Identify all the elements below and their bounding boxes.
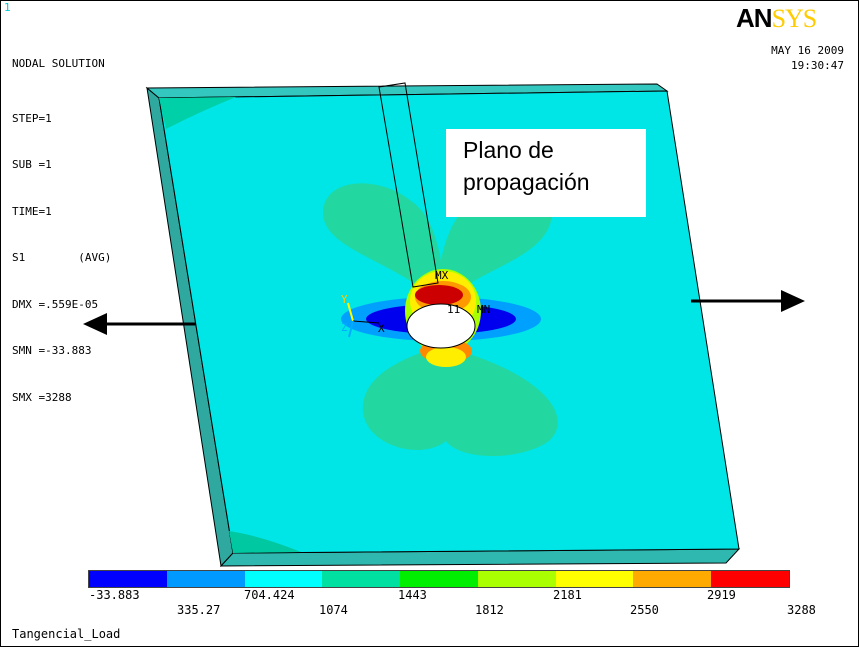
- legend-color-band: [89, 571, 167, 587]
- solution-info: NODAL SOLUTION STEP=1 SUB =1 TIME=1 S1 (…: [12, 25, 111, 436]
- mx-label: MX: [435, 269, 449, 282]
- annotation-line-1: Plano de: [463, 137, 554, 163]
- propagation-plane-annotation: Plano de propagación: [446, 129, 646, 217]
- axis-x: [352, 320, 380, 324]
- eleven-label: 11: [447, 303, 460, 316]
- legend-bottom-value: 3288: [787, 603, 816, 617]
- info-line: STEP=1: [12, 111, 52, 125]
- legend-top-value: -33.883: [89, 588, 140, 602]
- y-axis-label: Y: [341, 293, 348, 306]
- info-line: SMX =3288: [12, 390, 72, 404]
- legend-color-band: [400, 571, 478, 587]
- left-load-arrowhead: [83, 313, 107, 335]
- legend-color-band: [555, 571, 634, 587]
- legend-color-band: [477, 571, 556, 587]
- corner-patch: [159, 97, 236, 129]
- window-number: 1: [4, 1, 11, 14]
- legend-color-band: [166, 571, 245, 587]
- legend-bottom-value: 2550: [630, 603, 659, 617]
- legend-top-value: 2181: [553, 588, 582, 602]
- legend-color-band: [244, 571, 323, 587]
- hole-bottom-yellow: [426, 347, 466, 367]
- axis-y: [347, 302, 354, 322]
- right-load-arrowhead: [781, 290, 805, 312]
- axis-z: [348, 320, 354, 338]
- contour-legend-bar: [88, 570, 790, 588]
- z-axis-label: Z: [341, 321, 348, 334]
- info-line: DMX =.559E-05: [12, 297, 99, 311]
- logo-sys: SYS: [771, 4, 818, 33]
- legend-color-band: [633, 571, 712, 587]
- lower-lobe: [362, 346, 558, 456]
- legend-color-band: [711, 571, 790, 587]
- time-text: 19:30:47: [791, 59, 844, 72]
- corner-patch: [229, 531, 301, 553]
- info-line: TIME=1: [12, 204, 52, 218]
- logo-an: AN: [736, 3, 773, 33]
- legend-top-value: 2919: [707, 588, 736, 602]
- legend-bottom-value: 1074: [319, 603, 348, 617]
- timestamp: MAY 16 2009 19:30:47: [771, 43, 844, 73]
- legend-bottom-value: 1812: [475, 603, 504, 617]
- ansys-logo: ANSYS: [736, 3, 818, 34]
- propagation-plane: [378, 82, 439, 288]
- x-axis-label: X: [378, 322, 385, 335]
- load-case-title: Tangencial_Load: [12, 627, 121, 641]
- legend-top-value: 1443: [398, 588, 427, 602]
- legend-top-value: 704.424: [244, 588, 295, 602]
- mn-label: MN: [477, 303, 490, 316]
- legend-bottom-value: 335.27: [177, 603, 221, 617]
- info-line: S1 (AVG): [12, 251, 112, 264]
- info-line: SMN =-33.883: [12, 344, 92, 357]
- date-text: MAY 16 2009: [771, 44, 844, 57]
- legend-color-band: [322, 571, 401, 587]
- hole: [406, 303, 476, 349]
- info-line-title: NODAL SOLUTION: [12, 57, 105, 70]
- info-line: SUB =1: [12, 158, 52, 171]
- hole-halo-red: [415, 285, 463, 305]
- annotation-line-2: propagación: [463, 169, 590, 195]
